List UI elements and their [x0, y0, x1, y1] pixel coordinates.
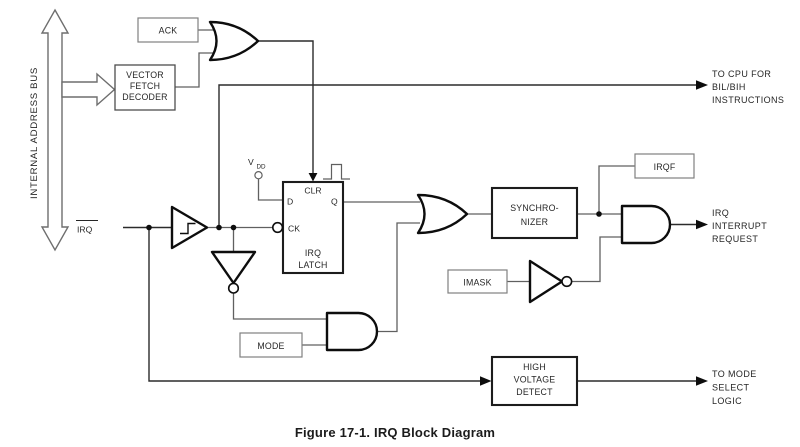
wires [123, 29, 696, 382]
wire-to-cpu [218, 84, 696, 228]
hvd-line-3: DETECT [516, 387, 553, 397]
mode-select-line-1: TO MODE [712, 369, 757, 379]
hvd-line-2: VOLTAGE [514, 375, 556, 385]
latch-d-pin: D [287, 197, 293, 207]
pulse-icon [323, 163, 350, 180]
irq-input-label: IRQ [77, 225, 93, 235]
synchronizer-box [490, 186, 579, 240]
arrow-to-cpu [696, 80, 708, 90]
vdd-label: V [248, 157, 254, 167]
wire-inverter-to-and [232, 293, 327, 320]
junction-dot [216, 224, 222, 231]
to-cpu-line-2: BIL/BIH [712, 82, 746, 92]
wire-inv-to-and [571, 236, 622, 283]
inverter-down [210, 250, 257, 285]
schmitt-trigger [170, 205, 209, 250]
irqf-box [634, 153, 695, 179]
hysteresis-icon [180, 222, 196, 235]
imask-box [447, 269, 508, 294]
or-gate-top [208, 20, 260, 62]
high-voltage-detect-box [490, 355, 579, 407]
arrow-irq-request [696, 219, 708, 230]
wire-to-irqf [598, 165, 635, 214]
arrow-hvd-input [480, 376, 492, 386]
arrow-clr [308, 173, 318, 182]
imask-inverter [528, 259, 564, 304]
latch-name-1: IRQ [305, 248, 321, 258]
gates [170, 20, 672, 352]
synchronizer-line-1: SYNCHRO- [510, 203, 559, 213]
vector-line-3: DECODER [122, 92, 167, 102]
mode-select-line-2: SELECT [712, 383, 750, 393]
junction-dot [146, 224, 152, 231]
imask-label: IMASK [463, 278, 491, 288]
wire-vdd-to-d [257, 179, 283, 201]
wire-and-to-or [377, 222, 420, 333]
vector-line-2: FETCH [130, 81, 160, 91]
junction-dot [230, 224, 237, 231]
irq-request-line-2: INTERRUPT [712, 221, 767, 231]
wire-or-to-clr [258, 40, 314, 176]
wire-vector-to-or [175, 52, 216, 88]
junction-dot [596, 211, 602, 217]
irqf-label: IRQF [654, 162, 676, 172]
hvd-line-1: HIGH [523, 362, 546, 372]
vector-line-1: VECTOR [126, 70, 164, 80]
internal-address-bus: INTERNAL ADDRESS BUS [29, 8, 116, 252]
synchronizer-line-2: NIZER [521, 217, 548, 227]
wire-irq-to-hvd [148, 227, 480, 382]
latch-q-pin: Q [331, 197, 338, 207]
and-gate-output [620, 204, 672, 245]
mode-select-line-3: LOGIC [712, 396, 742, 406]
mode-box [239, 332, 303, 358]
to-cpu-line-3: INSTRUCTIONS [712, 95, 784, 105]
and-gate-mode [325, 311, 379, 352]
vdd-terminal-icon [254, 170, 263, 180]
irq-request-line-3: REQUEST [712, 234, 758, 244]
bus-tap-arrow [61, 72, 116, 107]
boxes: ACK VECTOR FETCH DECODER CLR D Q CK IRQ … [114, 17, 695, 407]
imask-inverter-bubble [561, 275, 573, 288]
ck-bubble [272, 221, 284, 234]
bus-label: INTERNAL ADDRESS BUS [29, 67, 40, 199]
mode-label: MODE [257, 341, 284, 351]
ack-label: ACK [159, 26, 178, 36]
vdd-subscript: DD [257, 164, 267, 171]
irq-request-line-1: IRQ [712, 208, 729, 218]
figure-caption: Figure 17-1. IRQ Block Diagram [295, 425, 495, 440]
to-cpu-line-1: TO CPU FOR [712, 69, 771, 79]
inverter-down-bubble [227, 282, 240, 294]
latch-clr-pin: CLR [304, 186, 321, 196]
symbols: V DD IRQ [76, 157, 602, 235]
ack-box [137, 17, 199, 43]
arrow-mode-select [696, 376, 708, 386]
latch-ck-pin: CK [288, 224, 300, 234]
vector-fetch-decoder-box [114, 64, 176, 111]
or-gate-middle [416, 193, 469, 235]
bus-double-arrow [40, 8, 70, 252]
latch-name-2: LATCH [298, 260, 327, 270]
output-labels: TO CPU FOR BIL/BIH INSTRUCTIONS IRQ INTE… [712, 69, 784, 406]
arrowheads [308, 80, 708, 386]
irq-latch-box [281, 180, 345, 275]
